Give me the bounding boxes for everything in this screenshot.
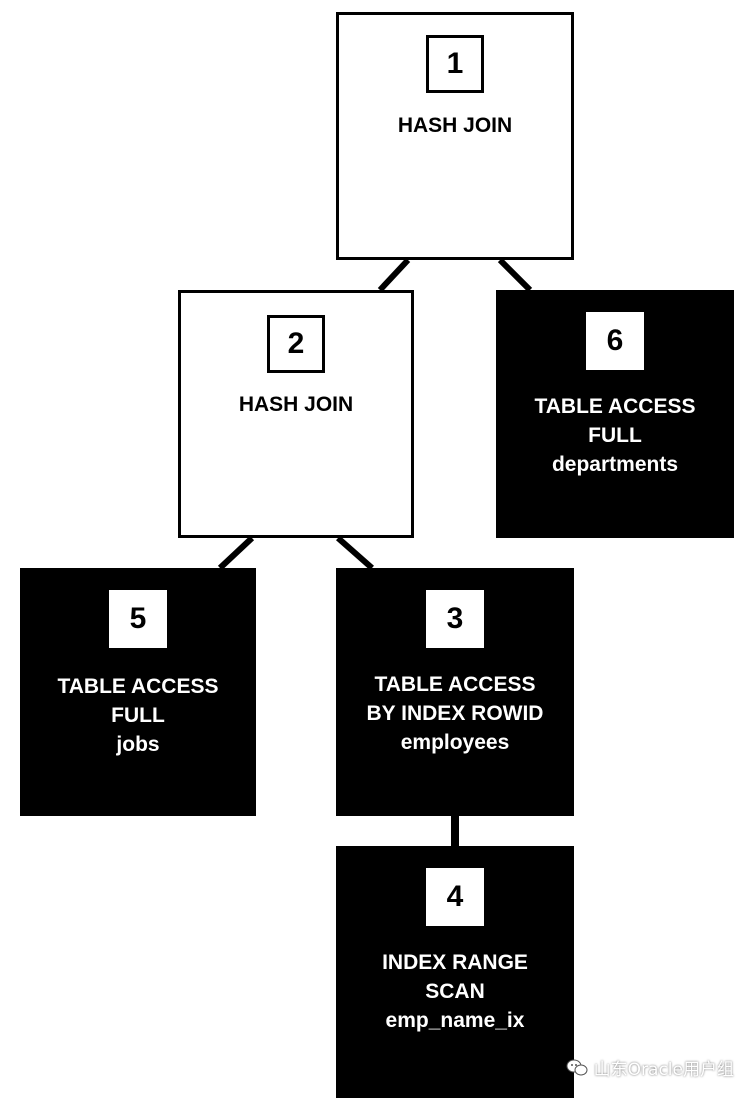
operation-label-1: HASH JOIN bbox=[397, 114, 513, 137]
edge-1-2 bbox=[377, 257, 411, 293]
plan-node-6: 6 TABLE ACCESS FULL departments bbox=[496, 290, 734, 538]
operation-label-5: TABLE ACCESS FULL jobs bbox=[57, 675, 219, 756]
step-number-3: 3 bbox=[426, 590, 484, 648]
step-number-1: 1 bbox=[426, 35, 484, 93]
step-number-2: 2 bbox=[267, 315, 325, 373]
edge-1-6 bbox=[497, 257, 533, 293]
plan-node-5: 5 TABLE ACCESS FULL jobs bbox=[20, 568, 256, 816]
plan-node-4: 4 INDEX RANGE SCAN emp_name_ix bbox=[336, 846, 574, 1098]
operation-label-2: HASH JOIN bbox=[238, 393, 354, 416]
step-number-5: 5 bbox=[109, 590, 167, 648]
watermark: 山东Oracle用户组 bbox=[566, 1055, 734, 1080]
edge-2-5 bbox=[217, 535, 255, 571]
plan-node-3: 3 TABLE ACCESS BY INDEX ROWID employees bbox=[336, 568, 574, 816]
plan-node-1: 1 HASH JOIN bbox=[336, 12, 574, 260]
edge-2-3 bbox=[336, 535, 374, 571]
operation-label-4: INDEX RANGE SCAN emp_name_ix bbox=[382, 951, 528, 1032]
step-number-6: 6 bbox=[586, 312, 644, 370]
plan-node-2: 2 HASH JOIN bbox=[178, 290, 414, 538]
operation-label-6: TABLE ACCESS FULL departments bbox=[534, 395, 696, 476]
watermark-text: 山东Oracle用户组 bbox=[593, 1060, 734, 1080]
chat-bubbles-icon bbox=[566, 1059, 588, 1075]
operation-label-3: TABLE ACCESS BY INDEX ROWID employees bbox=[366, 673, 544, 754]
step-number-4: 4 bbox=[426, 868, 484, 926]
